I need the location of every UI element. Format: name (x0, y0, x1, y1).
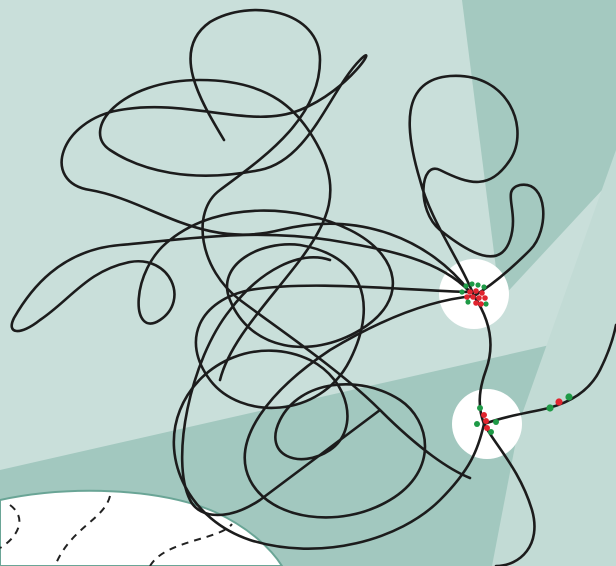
dashed-strand-1 (0, 504, 21, 549)
beam-upper (462, 0, 616, 300)
chromatin-strand-right-exit (482, 323, 616, 426)
chromatin-strand-upper-loops (60, 54, 472, 382)
chromatin-strand-main (10, 209, 472, 410)
beam-right-light (492, 150, 616, 566)
red-green-dot-cluster-icon (459, 281, 489, 307)
dot-cluster-icon (474, 405, 499, 435)
chromatin-strand-top-loop (189, 8, 472, 480)
chromatin-strand-right-loop (408, 74, 545, 298)
nucleus-shape (0, 489, 284, 566)
red-green-dots-on-strand-icon (546, 393, 573, 412)
chromatin-strand-outer-left (180, 256, 382, 517)
chromatin-strand-lower-tangle (172, 294, 486, 551)
